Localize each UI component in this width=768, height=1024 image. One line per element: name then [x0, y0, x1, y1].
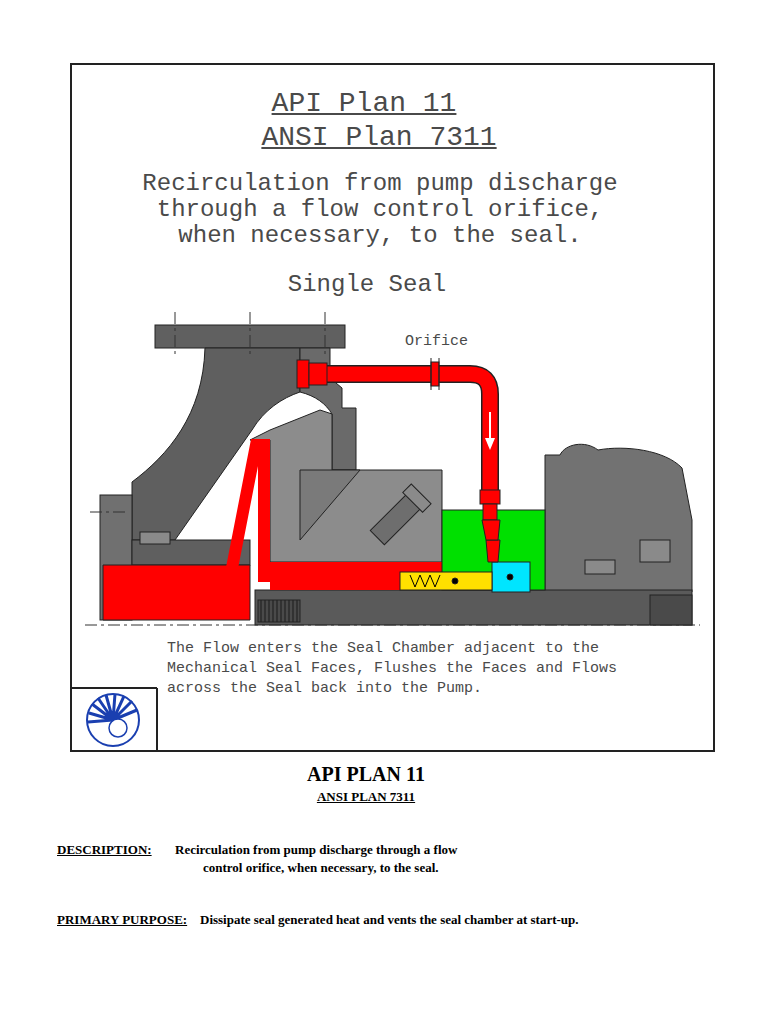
pipe-nut — [309, 363, 327, 385]
shaft-end — [650, 595, 692, 625]
flow-arrow — [489, 412, 491, 440]
seal-pin — [452, 578, 458, 584]
seal-type: Single Seal — [217, 271, 517, 299]
stationary-face — [492, 562, 530, 592]
pump-shaft — [255, 590, 692, 625]
field-name: DESCRIPTION: — [57, 841, 172, 859]
page-heading: API PLAN 11 — [216, 762, 516, 786]
subtitle-line: ANSI Plan 7311 — [169, 121, 589, 155]
shaft-centerline — [85, 625, 700, 626]
flush-port — [486, 540, 500, 562]
pipe-connector — [482, 520, 500, 540]
flange-centerline — [90, 512, 128, 513]
logo-frame — [156, 688, 158, 752]
pipe-nut — [483, 504, 497, 520]
seal-pin — [507, 574, 513, 580]
orifice-line — [439, 358, 440, 390]
title-line: API Plan 11 — [154, 87, 574, 121]
field-value: Recirculation from pump discharge throug… — [175, 841, 493, 877]
shaft-sleeve — [258, 600, 300, 622]
plan-frame: API Plan 11ANSI Plan 7311Recirculation f… — [70, 63, 715, 752]
part-label: Orifice — [405, 333, 495, 351]
bolt-centerline — [175, 312, 176, 358]
rotating-seal — [400, 572, 492, 590]
logo-frame — [70, 687, 157, 689]
housing-bolt — [640, 540, 670, 562]
field-name: PRIMARY PURPOSE: — [57, 911, 197, 929]
seal-spring — [410, 575, 440, 587]
orifice-plate — [431, 362, 439, 386]
gland-nut — [403, 484, 431, 512]
flow-arrow — [485, 438, 495, 450]
company-logo — [87, 694, 139, 746]
bearing-housing — [545, 444, 692, 592]
orifice-line — [431, 358, 432, 390]
description-text: Recirculation from pump discharge throug… — [128, 171, 633, 249]
flush-pipe-outline — [325, 374, 490, 492]
flush-pipe — [325, 374, 490, 492]
bolt-centerline — [250, 312, 251, 358]
pipe-fitting — [480, 490, 500, 504]
housing-bolt — [585, 560, 615, 574]
housing-web — [300, 470, 360, 540]
pipe-fitting — [297, 360, 309, 388]
casing-bolt — [140, 532, 170, 544]
flow-note: The Flow enters the Seal Chamber adjacen… — [167, 639, 629, 699]
seal-chamber-housing — [250, 410, 442, 562]
recirculation-passage — [232, 445, 445, 576]
bolt-centerline — [325, 312, 326, 358]
field-value: Dissipate seal generated heat and vents … — [200, 911, 740, 929]
pump-liquid — [103, 565, 250, 620]
page-subheading: ANSI PLAN 7311 — [216, 789, 516, 805]
